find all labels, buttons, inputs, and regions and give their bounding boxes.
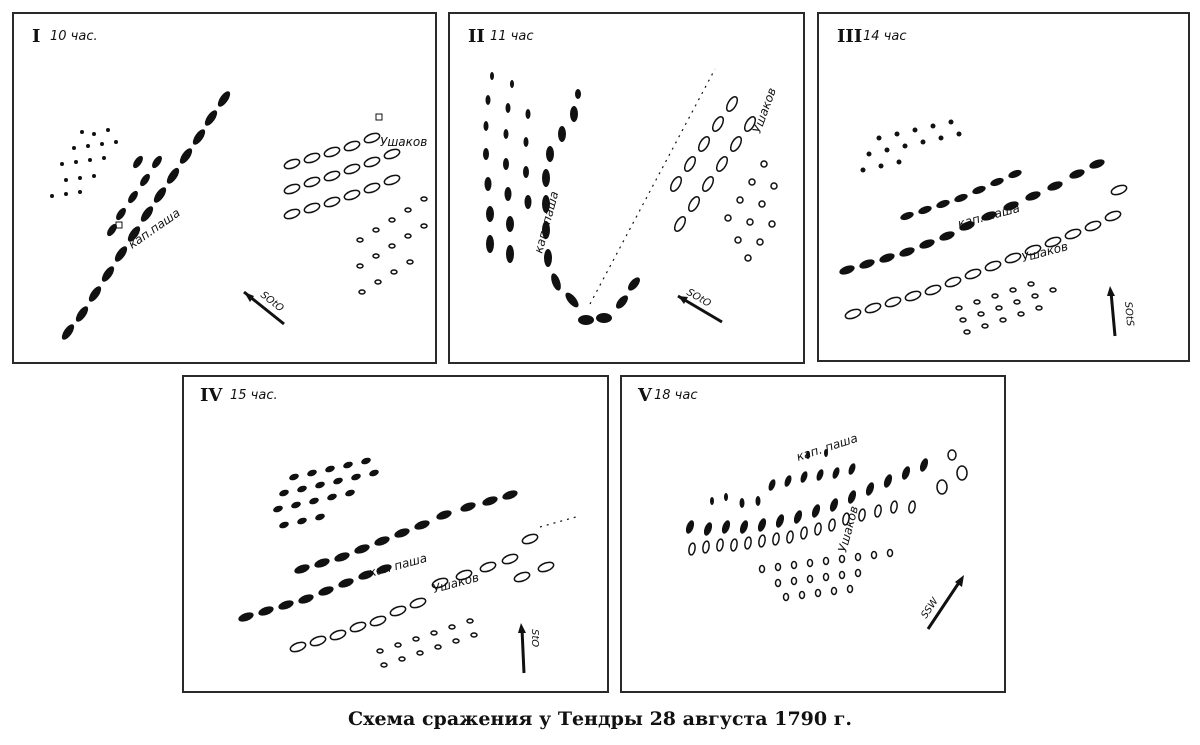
panel-i-time: 10 час.: [50, 29, 98, 44]
course-line: [539, 516, 577, 528]
panel-i-drawing: I 10 час.: [32, 26, 428, 340]
panel-iv-drawing: IV 15 час.: [200, 385, 577, 674]
kapudan-pasha-label: кап. паша: [795, 431, 860, 464]
panel-v-time: 18 час: [654, 388, 697, 403]
panel-iii-time: 14 час: [863, 29, 906, 44]
panel-ii-numeral: II: [468, 26, 485, 47]
panel-v: V 18 час: [620, 375, 1006, 693]
russian-ships: [283, 132, 428, 295]
kapudan-pasha-label: кап. паша: [531, 190, 561, 255]
flag-icon: [115, 221, 123, 229]
panel-iv: IV 15 час.: [182, 375, 609, 693]
panel-v-drawing: V 18 час: [637, 385, 968, 630]
figure-caption: Схема сражения у Тендры 28 августа 1790 …: [348, 708, 852, 730]
panel-iv-numeral: IV: [200, 385, 223, 406]
wind-direction-label: SSW: [919, 595, 941, 620]
wind-arrow: StO: [518, 623, 540, 674]
turkish-ships: [483, 72, 640, 325]
russian-ships: [289, 533, 555, 668]
turkish-ships: [685, 449, 929, 536]
panel-iii-drawing: III 14 час: [837, 26, 1135, 337]
wind-arrow: SOtS: [1107, 286, 1135, 337]
panel-ii-drawing: II 11 час: [468, 26, 779, 325]
turkish-ships: [50, 91, 231, 340]
panel-iv-time: 15 час.: [230, 388, 278, 403]
ushakov-label: Ушаков: [750, 86, 779, 135]
kapudan-pasha-label: кап. паша: [956, 201, 1021, 231]
panel-i-numeral: I: [32, 26, 40, 47]
panel-ii: II 11 час: [448, 12, 805, 364]
wind-direction-label: SOtO: [685, 287, 713, 310]
ushakov-label: Ушаков: [431, 570, 480, 596]
kapudan-pasha-label: кап паша: [367, 551, 428, 580]
wind-direction-label: SOtO: [258, 290, 285, 315]
wind-arrow: SOtO: [677, 287, 723, 324]
turkish-ships: [839, 119, 1105, 275]
russian-ships: [844, 184, 1128, 335]
wind-direction-label: SOtS: [1122, 301, 1135, 327]
panel-iii: III 14 час: [817, 12, 1190, 362]
panel-ii-time: 11 час: [490, 29, 533, 44]
turkish-ships: [238, 457, 518, 622]
russian-ships: [669, 96, 778, 262]
panel-v-numeral: V: [637, 385, 653, 406]
ushakov-label: Ушаков: [835, 504, 861, 553]
flag-icon: [375, 113, 383, 121]
panel-i: I 10 час.: [12, 12, 437, 364]
ushakov-label: Ушаков: [380, 135, 427, 149]
wind-direction-label: StO: [529, 629, 540, 647]
wind-arrow: SSW: [919, 575, 964, 630]
russian-ships: [688, 449, 968, 602]
wind-arrow: SOtO: [243, 290, 286, 326]
panel-iii-numeral: III: [837, 26, 862, 47]
ushakov-course-line: [589, 68, 716, 305]
